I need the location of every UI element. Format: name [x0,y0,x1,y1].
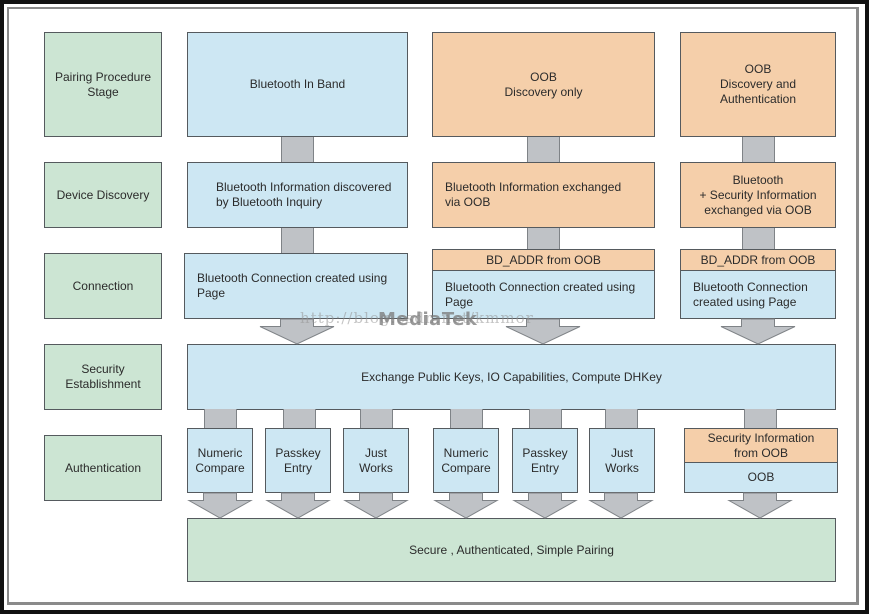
bd-addr-from-oob: BD_ADDR from OOB [433,250,654,271]
watermark-url: http://blog.csdn.net/kmmor [300,309,534,327]
stage-connection: Connection [44,253,162,319]
stage-authentication: Authentication [44,435,162,501]
oob-auth-method: Security Information from OOB OOB [684,428,838,493]
stage-device-discovery: Device Discovery [44,162,162,228]
connector [742,136,775,163]
in-band-connection: Bluetooth Connection created using Page [184,253,408,319]
connector [281,136,314,163]
connector [450,409,483,429]
connector [527,136,560,163]
connector [360,409,393,429]
oob-discovery-header: OOB Discovery only [432,32,655,137]
connector [605,409,638,429]
auth-passkey-entry: Passkey Entry [265,428,331,493]
result-secure-simple-pairing: Secure , Authenticated, Simple Pairing [187,518,836,582]
connector [204,409,237,429]
watermark-brand: MediaTek [378,309,478,330]
connector [529,409,562,429]
oob-discovery-discovery: Bluetooth Information exchanged via OOB [432,162,655,228]
auth-just-works: Just Works [589,428,655,493]
security-establishment-bar: Exchange Public Keys, IO Capabilities, C… [187,344,836,410]
auth-passkey-entry: Passkey Entry [512,428,578,493]
inner-frame [7,7,859,605]
connector [283,409,316,429]
oob-discovery-connection: BD_ADDR from OOB Bluetooth Connection cr… [432,249,655,319]
stage-security-establishment: Security Establishment [44,344,162,410]
oob-auth-header: OOB Discovery and Authentication [680,32,836,137]
auth-numeric-compare: Numeric Compare [433,428,499,493]
oob-discovery-connection-page: Bluetooth Connection created using Page [433,271,654,318]
connector [744,409,777,429]
oob-auth-connection: BD_ADDR from OOB Bluetooth Connection cr… [680,249,836,319]
auth-numeric-compare: Numeric Compare [187,428,253,493]
oob-method: OOB [685,463,837,492]
connector [281,227,314,254]
connector [527,227,560,250]
bd-addr-from-oob: BD_ADDR from OOB [681,250,835,271]
oob-auth-connection-page: Bluetooth Connection created using Page [681,271,835,318]
in-band-header: Bluetooth In Band [187,32,408,137]
oob-auth-discovery: Bluetooth + Security Information exchang… [680,162,836,228]
stage-pairing-procedure: Pairing Procedure Stage [44,32,162,137]
in-band-discovery: Bluetooth Information discovered by Blue… [187,162,408,228]
connector [742,227,775,250]
security-info-from-oob: Security Information from OOB [685,429,837,463]
auth-just-works: Just Works [343,428,409,493]
